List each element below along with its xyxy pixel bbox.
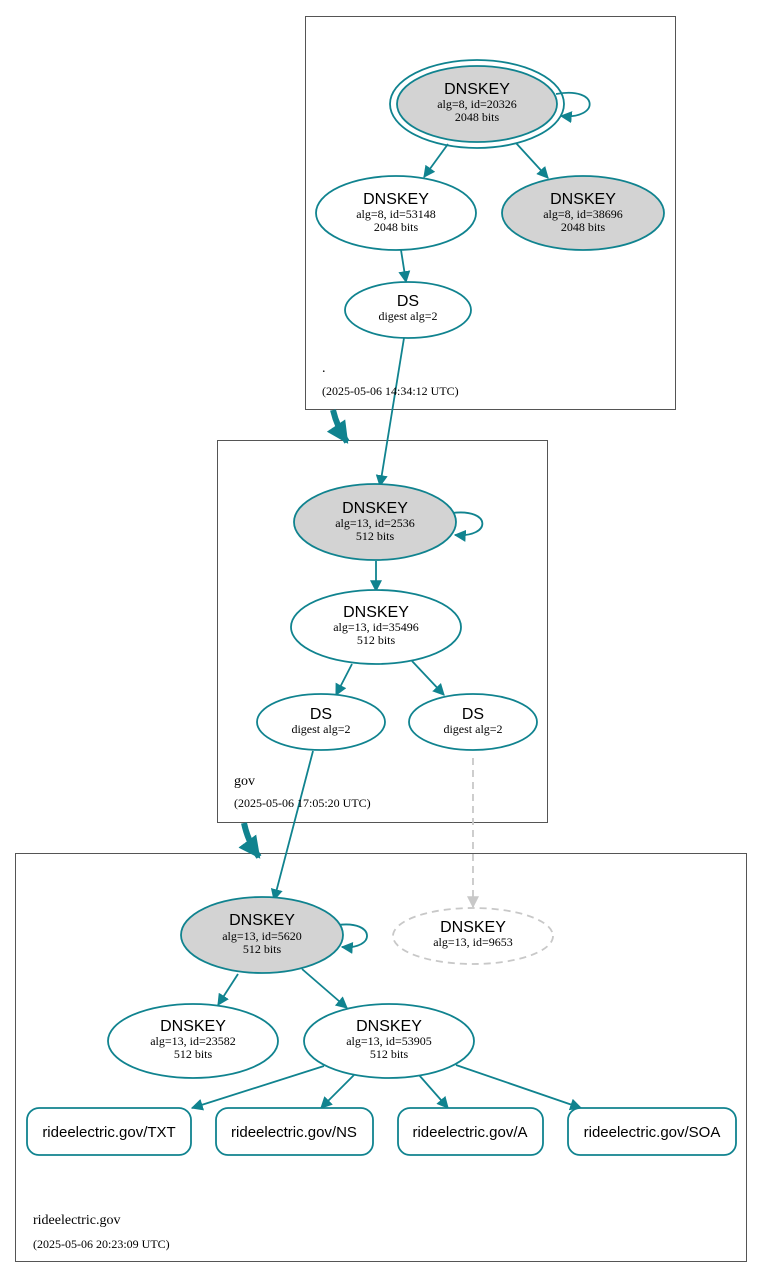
node-detail: 512 bits [356, 529, 395, 543]
node-detail: digest alg=2 [443, 722, 502, 736]
node-root-zsk-38696[interactable]: DNSKEY alg=8, id=38696 2048 bits [501, 175, 665, 251]
node-gov-ds-2[interactable]: DS digest alg=2 [408, 693, 538, 751]
self-loop-root-ksk [555, 91, 591, 124]
edge-ride-zsk2-to-soa [455, 1064, 583, 1111]
node-title: DNSKEY [229, 912, 295, 929]
record-ns[interactable]: rideelectric.gov/NS [215, 1107, 374, 1156]
zone-timestamp-root: (2025-05-06 14:34:12 UTC) [322, 384, 459, 398]
node-ride-ksk[interactable]: DNSKEY alg=13, id=5620 512 bits [180, 896, 344, 974]
record-label: rideelectric.gov/SOA [584, 1124, 721, 1141]
node-root-zsk-53148[interactable]: DNSKEY alg=8, id=53148 2048 bits [315, 175, 477, 251]
record-a[interactable]: rideelectric.gov/A [397, 1107, 544, 1156]
zone-name-rideelectric: rideelectric.gov [33, 1213, 120, 1228]
delegation-arrow-root-to-gov [326, 409, 350, 444]
node-detail: 2048 bits [455, 110, 500, 124]
node-title: DNSKEY [550, 191, 616, 208]
record-label: rideelectric.gov/A [412, 1124, 527, 1141]
node-title: DNSKEY [444, 81, 510, 98]
edge-root-zsk1-to-ds [398, 249, 411, 284]
edge-root-ksk-to-zsk2 [515, 142, 549, 179]
node-title: DNSKEY [363, 191, 429, 208]
zone-timestamp-gov: (2025-05-06 17:05:20 UTC) [234, 796, 371, 810]
zone-box-root [305, 16, 676, 410]
node-gov-ksk[interactable]: DNSKEY alg=13, id=2536 512 bits [293, 483, 457, 561]
node-detail: 512 bits [174, 1047, 213, 1061]
node-detail: 512 bits [357, 633, 396, 647]
node-title: DNSKEY [160, 1018, 226, 1035]
node-title: DNSKEY [343, 604, 409, 621]
node-root-ds[interactable]: DS digest alg=2 [344, 281, 472, 339]
node-detail: alg=13, id=2536 [335, 516, 415, 530]
edge-ride-zsk2-to-txt [190, 1065, 325, 1111]
node-detail: 512 bits [243, 942, 282, 956]
node-title: DS [462, 706, 484, 723]
record-label: rideelectric.gov/TXT [42, 1124, 175, 1141]
self-loop-gov-ksk [451, 511, 484, 542]
node-gov-zsk[interactable]: DNSKEY alg=13, id=35496 512 bits [290, 589, 462, 665]
zone-box-gov [217, 440, 548, 823]
edge-ride-zsk2-to-a [418, 1074, 449, 1109]
node-detail: alg=13, id=35496 [333, 620, 419, 634]
node-detail: alg=8, id=20326 [437, 97, 517, 111]
edge-root-ksk-to-zsk1 [423, 143, 449, 178]
node-detail: digest alg=2 [378, 309, 437, 323]
node-detail: alg=13, id=5620 [222, 929, 302, 943]
edge-root-ds-to-gov-ksk [375, 337, 405, 488]
record-txt[interactable]: rideelectric.gov/TXT [26, 1107, 192, 1156]
edge-ride-ksk-to-zsk1 [217, 973, 239, 1007]
edge-gov-zsk-to-ds2 [411, 660, 445, 696]
node-detail: alg=13, id=23582 [150, 1034, 236, 1048]
edge-ride-zsk2-to-ns [320, 1074, 355, 1109]
delegation-arrow-gov-to-ride [238, 822, 262, 859]
record-soa[interactable]: rideelectric.gov/SOA [567, 1107, 737, 1156]
node-title: DS [397, 293, 419, 310]
node-detail: alg=8, id=53148 [356, 207, 436, 221]
record-label: rideelectric.gov/NS [231, 1124, 357, 1141]
node-ride-zsk-23582[interactable]: DNSKEY alg=13, id=23582 512 bits [107, 1003, 279, 1079]
edge-gov-zsk-to-ds1 [335, 663, 353, 697]
node-detail: digest alg=2 [291, 722, 350, 736]
node-detail: alg=8, id=38696 [543, 207, 623, 221]
node-gov-ds-1[interactable]: DS digest alg=2 [256, 693, 386, 751]
zone-name-root: . [322, 361, 326, 376]
node-ride-missing-key[interactable]: DNSKEY alg=13, id=9653 [392, 907, 554, 965]
zone-timestamp-rideelectric: (2025-05-06 20:23:09 UTC) [33, 1237, 170, 1251]
node-ride-zsk-53905[interactable]: DNSKEY alg=13, id=53905 512 bits [303, 1003, 475, 1079]
node-title: DS [310, 706, 332, 723]
node-detail: 2048 bits [374, 220, 419, 234]
node-detail: 2048 bits [561, 220, 606, 234]
node-title: DNSKEY [440, 919, 506, 936]
zone-name-gov: gov [234, 774, 255, 789]
edge-ride-ksk-to-zsk2 [301, 968, 348, 1009]
node-detail: 512 bits [370, 1047, 409, 1061]
edge-gov-ds1-to-ride-ksk [270, 750, 314, 902]
node-detail: alg=13, id=9653 [433, 935, 513, 949]
zone-box-rideelectric [15, 853, 747, 1262]
node-title: DNSKEY [356, 1018, 422, 1035]
node-detail: alg=13, id=53905 [346, 1034, 432, 1048]
node-root-ksk[interactable]: DNSKEY alg=8, id=20326 2048 bits [389, 59, 565, 149]
self-loop-ride-ksk [337, 923, 368, 954]
node-title: DNSKEY [342, 500, 408, 517]
